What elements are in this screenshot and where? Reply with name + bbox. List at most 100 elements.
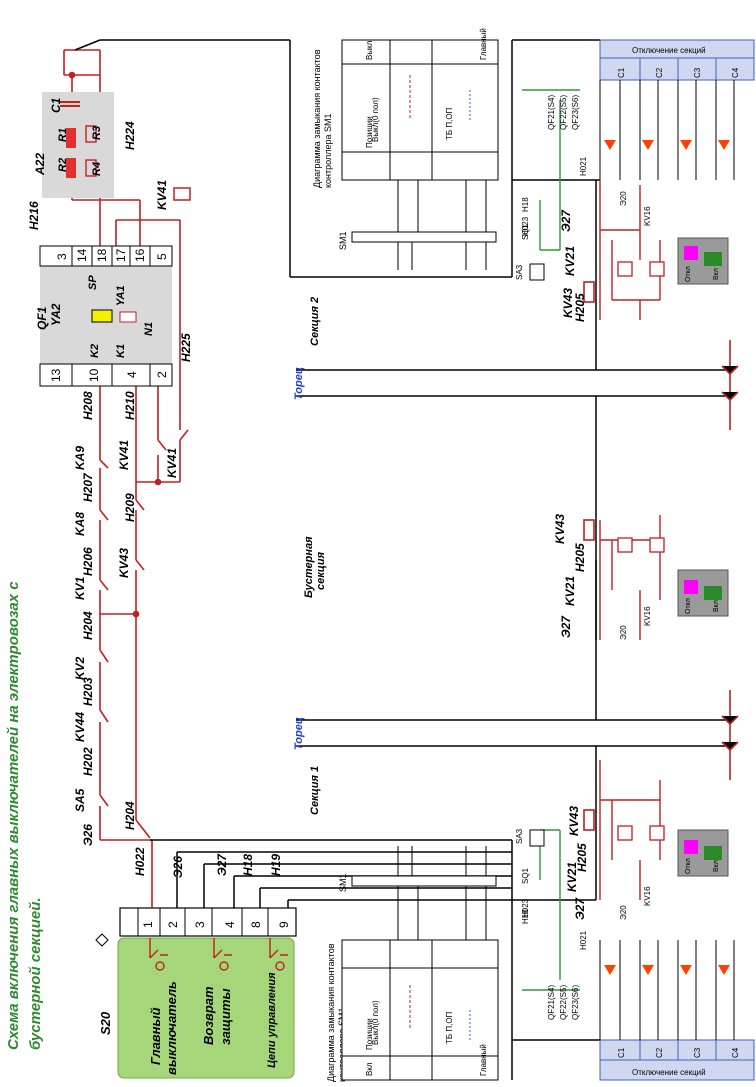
booster-label-b: секция xyxy=(315,551,327,590)
kv41-coil xyxy=(173,187,191,201)
panel-item-1b: выключатель xyxy=(164,981,179,1075)
sm1-bar-top xyxy=(351,231,497,243)
terminal-3: 3 xyxy=(193,921,207,928)
tbl-bot-nr: Выкл(0 пол) xyxy=(371,1000,380,1045)
right-header-bottom: Отключение секций xyxy=(599,1039,755,1081)
wl-h19: Н19 xyxy=(269,854,283,876)
right-bus xyxy=(512,39,600,1041)
panel-item-2a: Возврат xyxy=(201,986,216,1045)
qf-pin-14: 14 xyxy=(75,248,89,262)
wl-h203: Н203 xyxy=(81,677,95,706)
terminal-8: 8 xyxy=(249,921,263,928)
qf-pin-3: 3 xyxy=(55,253,69,260)
sec2-sq1: SQ1 xyxy=(521,223,530,240)
panel-code: S20 xyxy=(98,1011,113,1035)
wl-h022: Н022 xyxy=(133,847,147,876)
c4-bot: C4 xyxy=(731,1047,740,1058)
sec2-h18: H18 xyxy=(521,197,530,212)
tbl-bot-pos: Позиции xyxy=(365,1018,374,1050)
led-row-bottom xyxy=(599,940,735,1040)
relay-mid-b xyxy=(649,537,665,553)
terminal-4: 4 xyxy=(223,921,237,928)
boost-e27: Э27 xyxy=(559,615,573,638)
c1-label: C1 xyxy=(49,97,63,113)
section-boundaries xyxy=(296,369,730,747)
qf-item-2-top: QF22(S5) xyxy=(559,95,568,130)
ya2-label: YA2 xyxy=(49,303,63,326)
c2-top: C2 xyxy=(655,67,664,78)
wl-kv1: KV1 xyxy=(73,576,87,600)
tbl-top-main: Главный xyxy=(479,28,488,60)
green-panel xyxy=(117,937,295,1079)
qf-pin-10: 10 xyxy=(87,368,101,382)
wl-h18: Н18 xyxy=(241,854,255,876)
sp-label: SP xyxy=(87,275,99,290)
sec1-h021: H021 xyxy=(579,930,588,950)
qf-pin-13: 13 xyxy=(49,368,63,382)
wl-e26a: Э26 xyxy=(81,824,95,846)
booster-label-a: Бустерная xyxy=(303,536,315,598)
wl-kv41-coil: KV41 xyxy=(155,180,169,210)
terminal-2: 2 xyxy=(166,921,180,928)
a22-block xyxy=(42,92,114,198)
qf-pin-16: 16 xyxy=(133,248,147,262)
section-couplers xyxy=(721,340,739,780)
sec1-sq1: SQ1 xyxy=(521,867,530,884)
section-1-label: Секция 1 xyxy=(309,766,321,815)
sec1-h205: H205 xyxy=(575,843,589,872)
a22-components xyxy=(60,101,97,178)
wl-ka9: KA9 xyxy=(73,446,87,470)
wl-ka8: KA8 xyxy=(73,512,87,536)
sm1-caption-top-a: Диаграмма замыкания контактов xyxy=(312,49,322,188)
sec2-e27: Э27 xyxy=(559,209,573,232)
qf-item-1-bot: QF21(S4) xyxy=(547,985,556,1020)
tbl-top-nr: Выкл(0 пол) xyxy=(371,97,380,142)
sm1-diagram-top: Диаграмма замыкания контактов контроллер… xyxy=(312,28,499,270)
tbl-bot-tp: ТБ П,ОП xyxy=(445,1011,454,1044)
wl-h209: Н209 xyxy=(123,493,137,522)
c3-bot: C3 xyxy=(693,1047,702,1058)
right-header-top-label: Отключение секций xyxy=(632,46,706,55)
ya1-label: YA1 xyxy=(115,285,127,306)
section-relay-wiring xyxy=(599,180,661,900)
c3-top: C3 xyxy=(693,67,702,78)
qf-pin-2: 2 xyxy=(155,371,169,378)
r1-label: R1 xyxy=(57,128,69,142)
wl-h208: Н208 xyxy=(81,391,95,420)
wl-kv44: KV44 xyxy=(73,712,87,742)
sec2-kv21: KV21 xyxy=(563,246,577,276)
tbl-bot-on: Вкл xyxy=(365,1062,374,1076)
wl-h216: Н216 xyxy=(27,201,41,230)
qf1-bottom-pins xyxy=(39,363,173,387)
sec2-kv43: KV43 xyxy=(561,288,575,318)
wl-h204a: Н204 xyxy=(81,611,95,640)
kv43-coil-mid xyxy=(583,519,595,541)
boost-kv16: KV16 xyxy=(643,606,652,626)
sa3-coil-bottom xyxy=(529,829,545,847)
sec2-kv16: KV16 xyxy=(643,206,652,226)
device-box-mid xyxy=(677,569,729,617)
sec1-e27: Э27 xyxy=(573,897,587,920)
relay-top-a xyxy=(617,261,633,277)
panel-switches xyxy=(149,938,288,971)
sec2-sa3: SA3 xyxy=(515,264,524,280)
title-block: Схема включения главных выключателей на … xyxy=(5,581,44,1050)
boost-kv21: KV21 xyxy=(563,576,577,606)
sm1-label-top: SM1 xyxy=(338,231,348,250)
device-box-top xyxy=(677,237,729,285)
qf-pin-4: 4 xyxy=(125,371,139,378)
dev-mid-off: Откл xyxy=(685,598,692,614)
r4-label: R4 xyxy=(91,162,103,176)
a22-label: A22 xyxy=(33,153,47,176)
wl-h224: Н224 xyxy=(123,121,137,150)
qf-item-3-bot: QF23(S6) xyxy=(571,985,580,1020)
k2-label: K2 xyxy=(89,344,101,358)
sm1-diagram-bottom: Диаграмма замыкания контактов контроллер… xyxy=(326,846,499,1082)
sec2-h023: H023 xyxy=(521,216,530,236)
wl-h206: Н206 xyxy=(81,547,95,576)
sec1-kv43: KV43 xyxy=(567,806,581,836)
boost-h205: H205 xyxy=(573,543,587,572)
sm1-label-bottom: SM1 xyxy=(338,873,348,892)
qf-pin-17: 17 xyxy=(114,248,128,262)
section-2-label: Секция 2 xyxy=(309,297,321,346)
